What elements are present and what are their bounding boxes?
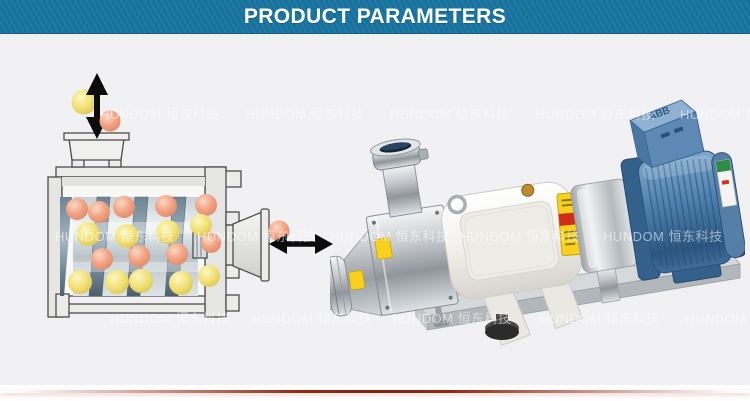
section-title: PRODUCT PARAMETERS <box>243 4 507 28</box>
pump-product-photo: ABB <box>330 99 745 346</box>
motor-cooling-fins <box>645 158 722 268</box>
motor-spec-label <box>715 158 738 208</box>
inlet-hopper <box>63 132 130 168</box>
section-header-banner: PRODUCT PARAMETERS <box>0 0 750 34</box>
electric-motor: ABB <box>620 99 745 284</box>
outlet-flange <box>225 208 270 282</box>
adjustable-foot <box>485 314 519 340</box>
brass-plug <box>521 183 535 197</box>
vertical-double-arrow-icon <box>71 73 121 139</box>
motor-terminal-box: ABB <box>629 99 705 169</box>
pump-cross-section-diagram <box>47 73 333 318</box>
pump-body <box>441 181 582 300</box>
tri-clamp-inlet-port <box>370 138 429 218</box>
horizontal-double-arrow-icon <box>268 220 333 254</box>
material-particles <box>66 194 221 295</box>
lifting-ring <box>447 194 467 215</box>
section-divider-line <box>0 390 750 393</box>
warning-label <box>374 237 393 260</box>
warning-label <box>348 270 366 291</box>
coupling-housing <box>570 178 639 273</box>
